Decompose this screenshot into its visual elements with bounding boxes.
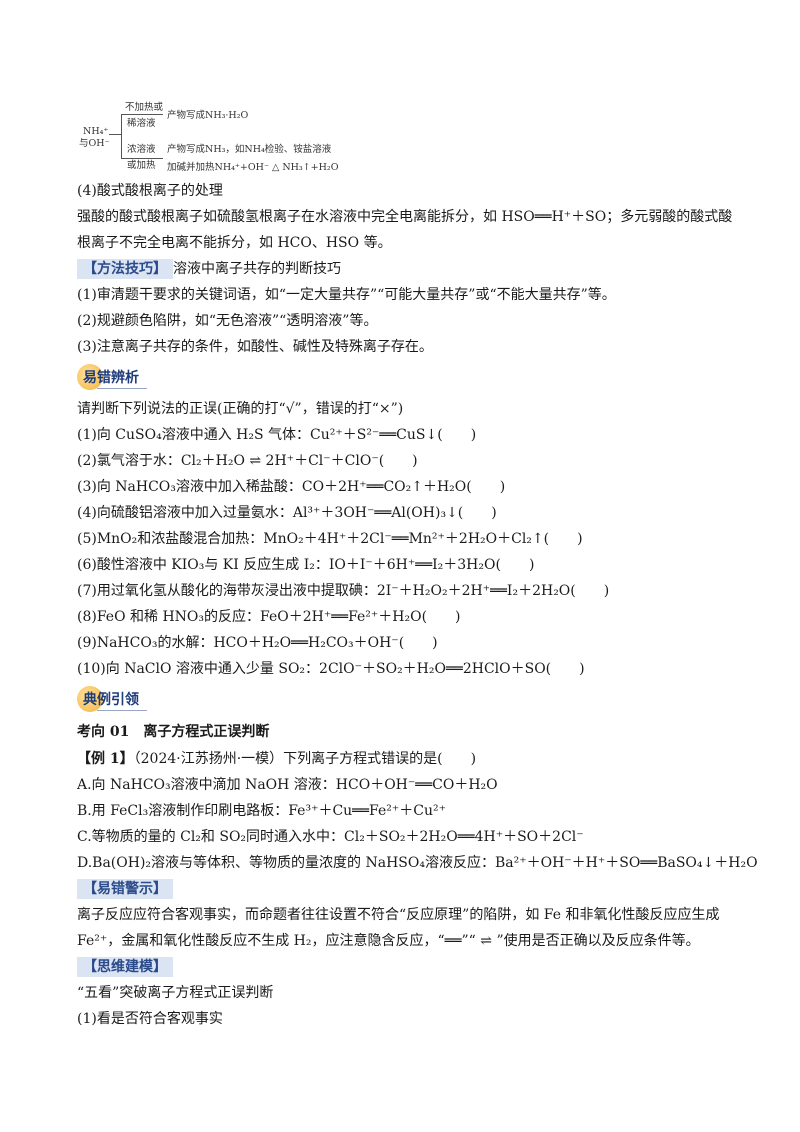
badge-underline <box>97 388 147 389</box>
option-d: D.Ba(OH)₂溶液与等体积、等物质的量浓度的 NaHSO₄溶液反应：Ba²⁺… <box>77 855 758 871</box>
diagram-bottom-branch <box>121 158 163 159</box>
badge-text: 典例引领 <box>83 692 139 708</box>
section-4-heading: (4)酸式酸根离子的处理 <box>77 183 223 199</box>
diagram-connector <box>109 134 121 135</box>
warning-line-1: 离子反应应符合客观事实，而命题者往往设置不符合“反应原理”的陷阱，如 Fe 和非… <box>77 907 720 923</box>
model-tag: 【思维建模】 <box>77 957 173 977</box>
model-line-1: “五看”突破离子方程式正误判断 <box>77 985 274 1001</box>
badge-circle-icon <box>77 364 103 390</box>
diagram-bottom-cond-1: 浓溶液 <box>127 144 156 155</box>
judge-item: (4)向硫酸铝溶液中加入过量氨水：Al³⁺＋3OH⁻══Al(OH)₃↓( ) <box>77 505 497 521</box>
option-b: B.用 FeCl₃溶液制作印刷电路板：Fe³⁺＋Cu══Fe²⁺＋Cu²⁺ <box>77 803 447 819</box>
judge-item: (9)NaHCO₃的水解：HCO＋H₂O══H₂CO₃＋OH⁻( ) <box>77 635 438 651</box>
diagram-bottom-result-1: 产物写成NH₃，如NH₄检验、铵盐溶液 <box>167 144 332 155</box>
diagram-top-branch <box>121 114 163 115</box>
section-4-para-1: 强酸的酸式酸根离子如硫酸氢根离子在水溶液中完全电离能拆分，如 HSO══H⁺＋S… <box>77 209 733 225</box>
method-title: 溶液中离子共存的判断技巧 <box>173 261 341 277</box>
diagram-brace <box>121 114 122 158</box>
judge-item: (6)酸性溶液中 KIO₃与 KI 反应生成 I₂：IO＋I⁻＋6H⁺══I₂＋… <box>77 557 535 573</box>
direction-title: 考向 01 离子方程式正误判断 <box>77 724 270 740</box>
warning-tag: 【易错警示】 <box>77 879 173 899</box>
judge-item: (3)向 NaHCO₃溶液中加入稀盐酸：CO＋2H⁺══CO₂↑＋H₂O( ) <box>77 479 506 495</box>
ammonium-diagram: NH₄⁺ 与OH⁻ 不加热或 稀溶液 产物写成NH₃·H₂O 浓溶液 或加热 产… <box>77 96 727 178</box>
diagram-top-cond-1: 不加热或 <box>125 102 164 113</box>
method-row: 【方法技巧】溶液中离子共存的判断技巧 <box>77 256 727 282</box>
judge-item: (7)用过氧化氢从酸化的海带灰浸出液中提取碘：2I⁻＋H₂O₂＋2H⁺══I₂＋… <box>77 583 610 599</box>
example-row: 【例 1】（2024·江苏扬州·一模）下列离子方程式错误的是( ) <box>77 746 727 772</box>
judge-item: (1)向 CuSO₄溶液中通入 H₂S 气体：Cu²⁺＋S²⁻══CuS↓( ) <box>77 427 477 443</box>
judge-intro: 请判断下列说法的正误(正确的打“√”，错误的打“×”) <box>77 401 404 417</box>
method-item: (1)审清题干要求的关键词语，如“一定大量共存”“可能大量共存”或“不能大量共存… <box>77 287 616 303</box>
judge-item: (10)向 NaClO 溶液中通入少量 SO₂：2ClO⁻＋SO₂＋H₂O══2… <box>77 661 585 677</box>
error-analysis-badge: 易错辨析 <box>77 362 727 394</box>
warning-line-2: Fe²⁺，金属和氧化性酸反应不生成 H₂，应注意隐含反应，“══”“ ⇌ ”使用… <box>77 933 700 949</box>
section-4-para-2: 根离子不完全电离不能拆分，如 HCO、HSO 等。 <box>77 235 392 251</box>
method-tag: 【方法技巧】 <box>77 259 173 279</box>
badge-underline <box>97 710 147 711</box>
diagram-left-label-1: NH₄⁺ <box>83 126 109 137</box>
diagram-bottom-result-2: 加碱并加热NH₄⁺+OH⁻ △ NH₃↑+H₂O <box>167 162 339 173</box>
diagram-bottom-cond-2: 或加热 <box>127 160 156 171</box>
model-row: 【思维建模】 <box>77 954 727 980</box>
method-item: (3)注意离子共存的条件，如酸性、碱性及特殊离子存在。 <box>77 339 433 355</box>
diagram-top-result: 产物写成NH₃·H₂O <box>167 110 249 121</box>
document-page: NH₄⁺ 与OH⁻ 不加热或 稀溶液 产物写成NH₃·H₂O 浓溶液 或加热 产… <box>77 96 758 1032</box>
diagram-left-label-2: 与OH⁻ <box>79 138 110 149</box>
example-tag: 【例 1】 <box>77 751 134 767</box>
example-text: （2024·江苏扬州·一模）下列离子方程式错误的是( ) <box>133 751 477 767</box>
badge-text: 易错辨析 <box>83 370 139 386</box>
badge-circle-icon <box>77 686 103 712</box>
judge-item: (5)MnO₂和浓盐酸混合加热：MnO₂＋4H⁺＋2Cl⁻══Mn²⁺＋2H₂O… <box>77 531 583 547</box>
example-badge: 典例引领 <box>77 684 727 716</box>
judge-item: (2)氯气溶于水：Cl₂＋H₂O ⇌ 2H⁺＋Cl⁻＋ClO⁻( ) <box>77 453 418 469</box>
model-line-2: (1)看是否符合客观事实 <box>77 1011 223 1027</box>
option-c: C.等物质的量的 Cl₂和 SO₂同时通入水中：Cl₂＋SO₂＋2H₂O══4H… <box>77 829 584 845</box>
method-item: (2)规避颜色陷阱，如“无色溶液”“透明溶液”等。 <box>77 313 378 329</box>
warning-row: 【易错警示】 <box>77 876 727 902</box>
diagram-top-cond-2: 稀溶液 <box>127 118 156 129</box>
option-a: A.向 NaHCO₃溶液中滴加 NaOH 溶液：HCO＋OH⁻══CO＋H₂O <box>77 777 498 793</box>
judge-item: (8)FeO 和稀 HNO₃的反应：FeO＋2H⁺══Fe²⁺＋H₂O( ) <box>77 609 461 625</box>
